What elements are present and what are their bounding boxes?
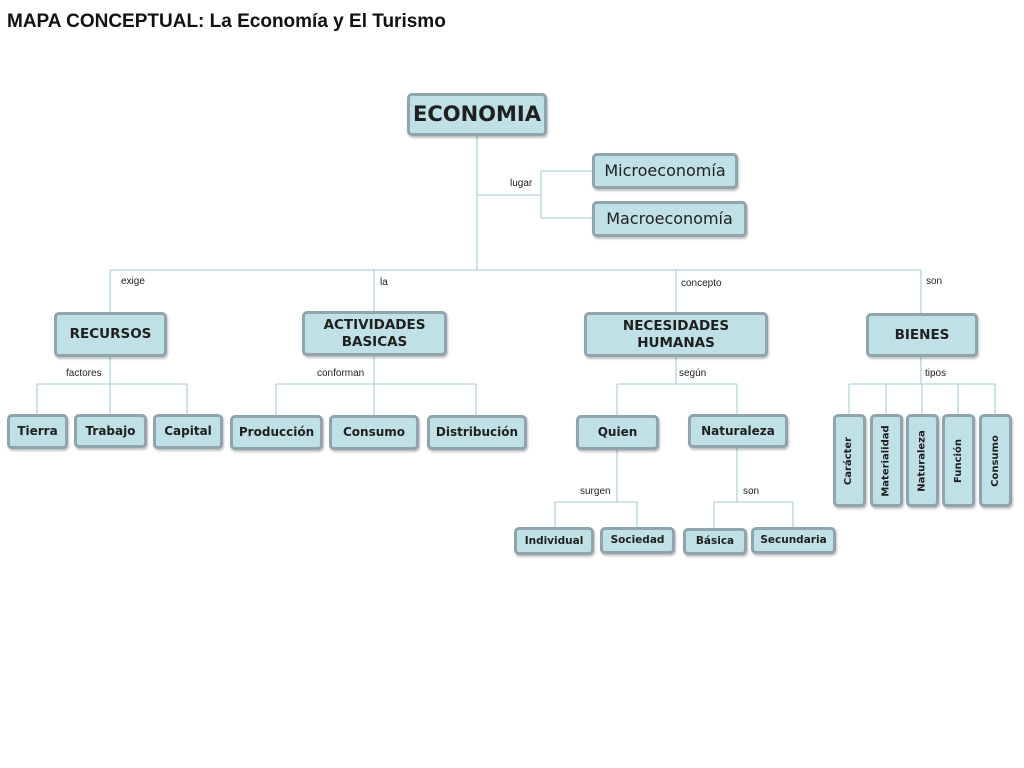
node-macroeconomia: Macroeconomía xyxy=(592,201,747,237)
node-materialidad-label: Materialidad xyxy=(880,424,892,497)
page-title: MAPA CONCEPTUAL: La Economía y El Turism… xyxy=(7,11,446,32)
node-capital: Capital xyxy=(153,414,223,449)
link-label-concepto: concepto xyxy=(681,278,722,289)
node-economia: ECONOMIA xyxy=(407,93,547,136)
node-funcion: Función xyxy=(942,414,975,507)
node-basica: Básica xyxy=(683,528,747,555)
link-label-surgen: surgen xyxy=(580,486,611,497)
node-naturaleza-bienes: Naturaleza xyxy=(906,414,939,507)
node-naturaleza: Naturaleza xyxy=(688,414,788,448)
link-label-factores: factores xyxy=(66,368,102,379)
node-sociedad: Sociedad xyxy=(600,527,675,554)
node-individual: Individual xyxy=(514,527,594,555)
node-materialidad: Materialidad xyxy=(870,414,903,507)
node-distribucion: Distribución xyxy=(427,415,527,450)
node-microeconomia: Microeconomía xyxy=(592,153,738,189)
node-produccion: Producción xyxy=(230,415,323,450)
link-label-son: son xyxy=(926,276,943,287)
node-consumo-bienes: Consumo xyxy=(979,414,1012,507)
node-recursos: RECURSOS xyxy=(54,312,167,357)
link-label-lugar: lugar xyxy=(510,178,533,189)
node-actividades-basicas: ACTIVIDADES BASICAS xyxy=(302,311,447,356)
node-caracter-label: Carácter xyxy=(843,436,855,485)
node-bienes: BIENES xyxy=(866,313,978,357)
link-label-son-naturaleza: son xyxy=(743,486,760,497)
node-caracter: Carácter xyxy=(833,414,866,507)
node-tierra: Tierra xyxy=(7,414,68,449)
link-label-exige: exige xyxy=(121,276,145,287)
link-label-segun: según xyxy=(679,368,707,379)
link-label-tipos: tipos xyxy=(925,368,947,379)
link-label-conforman: conforman xyxy=(317,368,365,379)
node-necesidades-humanas: NECESIDADES HUMANAS xyxy=(584,312,768,357)
node-consumo-bienes-label: Consumo xyxy=(989,434,1001,487)
node-consumo: Consumo xyxy=(329,415,419,450)
node-quien: Quien xyxy=(576,415,659,450)
node-secundaria: Secundaria xyxy=(751,527,836,554)
link-label-la: la xyxy=(380,277,388,288)
node-trabajo: Trabajo xyxy=(74,414,147,448)
node-funcion-label: Función xyxy=(952,438,964,483)
node-naturaleza-bienes-label: Naturaleza xyxy=(916,429,928,492)
